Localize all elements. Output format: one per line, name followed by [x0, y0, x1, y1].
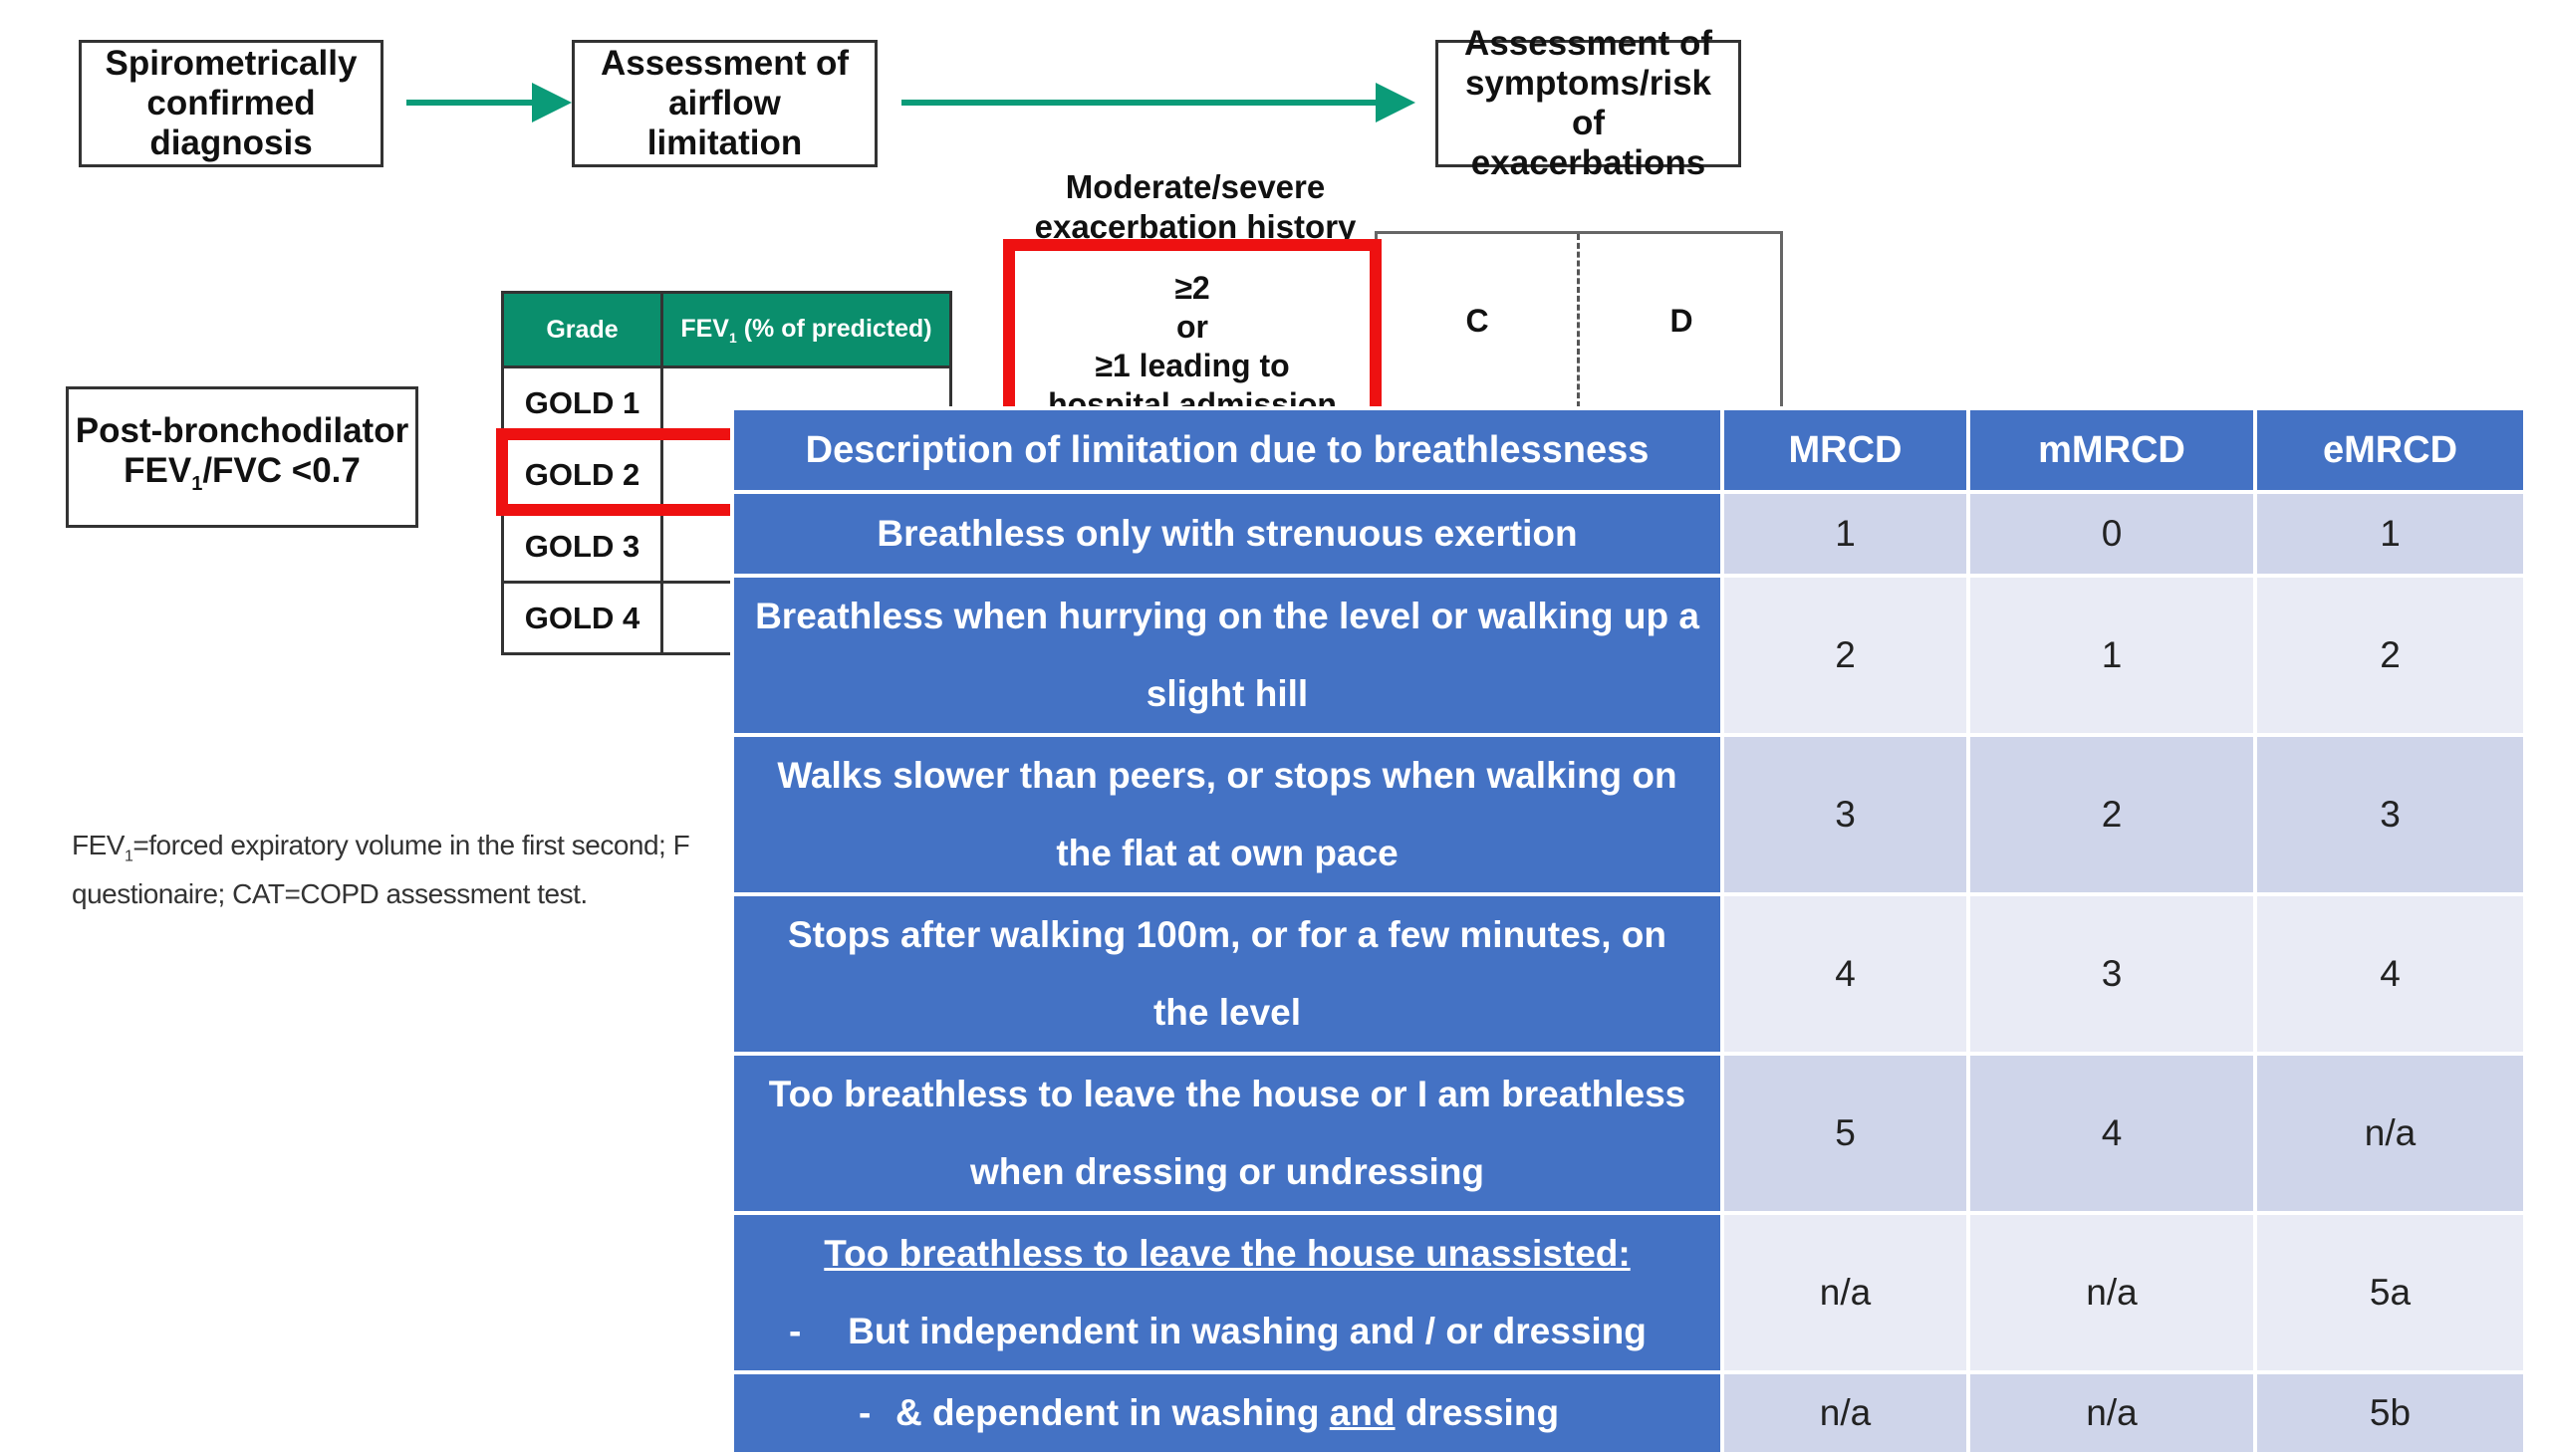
row-4-description: Stops after walking 100m, or for a few m…: [734, 896, 1720, 1052]
flow-arrow-2: [901, 83, 1415, 122]
header-mmrcd: mMRCD: [1970, 410, 2253, 490]
row-5-mrcd: 5: [1724, 1056, 1966, 1211]
exacerbation-title: Moderate/severe exacerbation history: [1034, 168, 1357, 245]
footnote-line1: FEV1=forced expiratory volume in the fir…: [72, 830, 690, 865]
row-2-emrcd: 2: [2257, 578, 2523, 733]
row-7-description: -& dependent in washing and dressing: [734, 1374, 1720, 1452]
row-6-mrcd: n/a: [1724, 1215, 1966, 1370]
row-5-mmrcd: 4: [1970, 1056, 2253, 1211]
row-4-mrcd: 4: [1724, 896, 1966, 1052]
row-4-mmrcd: 3: [1970, 896, 2253, 1052]
postbronchodilator-line2: FEV1/FVC <0.7: [124, 450, 361, 495]
row-6-dash: -: [789, 1311, 802, 1351]
group-d: D: [1669, 302, 1693, 339]
gold-header-fev: FEV1 (% of predicted): [660, 291, 952, 368]
flow-box-diagnosis-text: Spirometrically confirmed diagnosis: [105, 44, 358, 162]
group-c: C: [1465, 302, 1489, 339]
row-1-emrcd: 1: [2257, 494, 2523, 574]
row-6-description: Too breathless to leave the house unassi…: [734, 1215, 1720, 1370]
row-1-description: Breathless only with strenuous exertion: [734, 494, 1720, 574]
flow-box-symptoms: Assessment of symptoms/risk of exacerbat…: [1435, 24, 1741, 182]
postbronchodilator-line1: Post-bronchodilator: [75, 410, 409, 450]
row-7-dash: -: [859, 1392, 872, 1433]
exacerbation-highlight: ≥2 or ≥1 leading to hospital admission: [1003, 239, 1382, 423]
flow-box-airflow-text: Assessment of airflow limitation: [601, 44, 849, 162]
flow-box-airflow: Assessment of airflow limitation: [572, 40, 878, 167]
row-5-emrcd: n/a: [2257, 1056, 2523, 1211]
gold-row-3: GOLD 3: [501, 509, 663, 584]
row-6-mmrcd: n/a: [1970, 1215, 2253, 1370]
gold-row-4: GOLD 4: [501, 581, 663, 655]
row-6-emrcd: 5a: [2257, 1215, 2523, 1370]
row-7-emrcd: 5b: [2257, 1374, 2523, 1452]
row-1-mrcd: 1: [1724, 494, 1966, 574]
row-3-description: Walks slower than peers, or stops when w…: [734, 737, 1720, 892]
row-3-mmrcd: 2: [1970, 737, 2253, 892]
footnote-line2: questionaire; CAT=COPD assessment test.: [72, 877, 588, 909]
row-3-emrcd: 3: [2257, 737, 2523, 892]
row-2-mrcd: 2: [1724, 578, 1966, 733]
footnote: FEV1=forced expiratory volume in the fir…: [72, 827, 769, 912]
postbronchodilator-box: Post-bronchodilator FEV1/FVC <0.7: [66, 386, 418, 528]
breathlessness-table: Description of limitation due to breathl…: [730, 406, 2527, 1456]
header-description: Description of limitation due to breathl…: [734, 410, 1720, 490]
exacerbation-group-grid: C D: [1375, 231, 1783, 410]
row-4-emrcd: 4: [2257, 896, 2523, 1052]
row-5-description: Too breathless to leave the house or I a…: [734, 1056, 1720, 1211]
row-7-mrcd: n/a: [1724, 1374, 1966, 1452]
gold-header-grade: Grade: [501, 291, 663, 368]
header-emrcd: eMRCD: [2257, 410, 2523, 490]
flow-box-diagnosis: Spirometrically confirmed diagnosis: [79, 40, 383, 167]
flow-box-symptoms-text: Assessment of symptoms/risk of exacerbat…: [1464, 24, 1712, 182]
row-1-mmrcd: 0: [1970, 494, 2253, 574]
gold-row-2: GOLD 2: [501, 437, 663, 512]
row-3-mrcd: 3: [1724, 737, 1966, 892]
flow-arrow-1: [406, 83, 572, 122]
group-divider: [1577, 234, 1580, 407]
header-mrcd: MRCD: [1724, 410, 1966, 490]
row-7-mmrcd: n/a: [1970, 1374, 2253, 1452]
gold-2-highlight: [496, 428, 745, 516]
exacerbation-criteria: ≥2 or ≥1 leading to hospital admission: [1048, 270, 1337, 422]
gold-row-1: GOLD 1: [501, 365, 663, 440]
row-2-mmrcd: 1: [1970, 578, 2253, 733]
row-2-description: Breathless when hurrying on the level or…: [734, 578, 1720, 733]
